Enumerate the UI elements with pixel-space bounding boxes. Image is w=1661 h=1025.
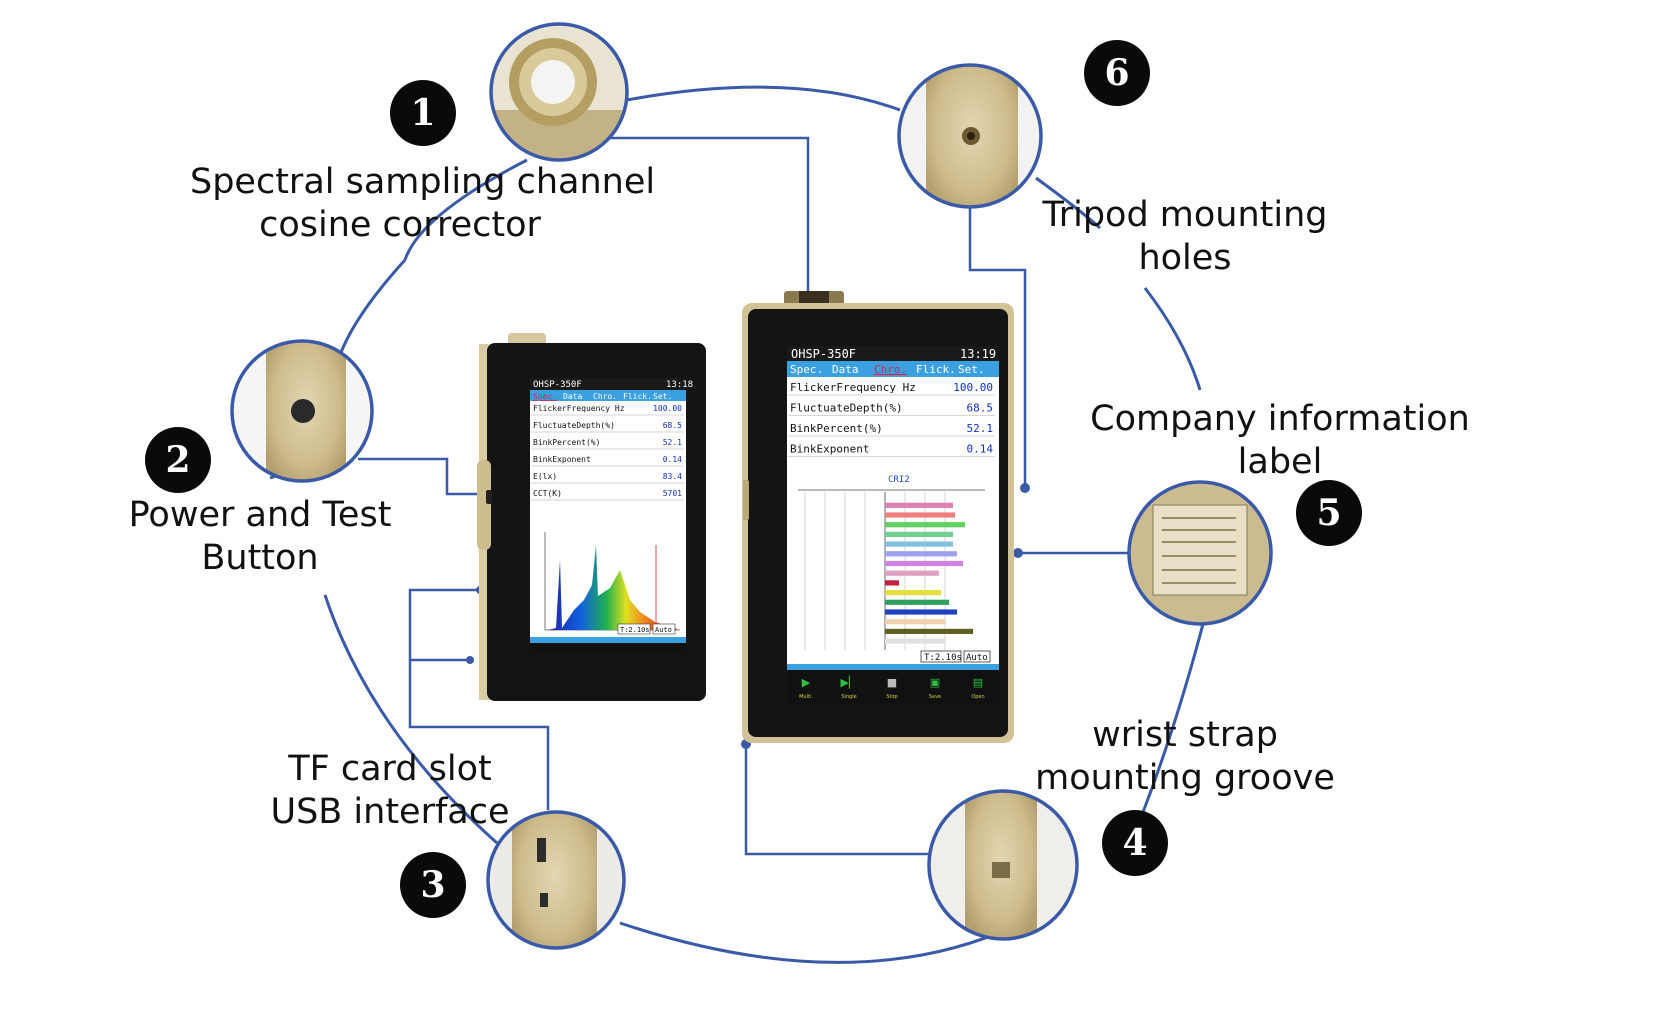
cri-bar [885, 570, 939, 576]
device_large-row-label: BinkExponent [790, 443, 869, 456]
device_large-button-label-0[interactable]: Multi. [799, 694, 813, 700]
cri-bar [885, 512, 955, 518]
small-tab-bar: Spec. Data Chro. Flick.Set. [533, 392, 672, 401]
device-large: OHSP-350F 13:19 Spec. Data Chro. Flick.Set.… [742, 291, 1014, 743]
device_small-row-value: 0.14 [663, 455, 682, 464]
elbow-connectors [358, 136, 1128, 856]
cri-bar [885, 590, 941, 596]
small-mode-text: Auto [655, 626, 672, 634]
cri-bar [885, 541, 953, 547]
cri-bar [885, 599, 949, 605]
device_large-button-label-1[interactable]: Single [841, 694, 856, 700]
device_small-row-label: FlickerFrequency Hz [533, 404, 625, 413]
cri-bar [885, 580, 899, 586]
device_small-row-value: 68.5 [663, 421, 682, 430]
device_large-row-value: 68.5 [967, 402, 994, 415]
device_large-button-label-3[interactable]: Save [929, 694, 941, 700]
device_large-button-icon-1[interactable]: ▶▏ [841, 675, 858, 689]
device_small-row-value: 5701 [663, 489, 682, 498]
large-status-bar: T:2.10s Auto [920, 650, 991, 663]
device_small-row-value: 83.4 [663, 472, 682, 481]
badge-2: 2 [145, 427, 211, 493]
tf-usb-port-photo [486, 810, 626, 950]
device_large-row-value: 52.1 [967, 422, 994, 435]
large-tab-bar: Spec. Data Chro. Flick.Set. [790, 363, 985, 376]
device_large-button-icon-0[interactable]: ▶ [802, 676, 811, 689]
large-mode-text: Auto [966, 653, 988, 663]
cri-bar [885, 560, 963, 567]
device_large-button-label-2[interactable]: Stop [886, 694, 897, 700]
large-chart-title: CRI2 [888, 475, 910, 485]
badge-1: 1 [390, 80, 456, 146]
large-cri-chart: CRI2 [798, 475, 985, 650]
cri-bar [885, 531, 953, 537]
device_large-button-icon-2[interactable]: ■ [887, 676, 897, 689]
cri-bar [885, 609, 957, 615]
device_small-tab-2[interactable]: Chro. [593, 392, 617, 401]
device_large-button-icon-4[interactable]: ▤ [973, 676, 983, 689]
cri-bar [885, 619, 945, 625]
small-data-rows: FlickerFrequency Hz 100.00FluctuateDepth(… [531, 404, 684, 501]
device_small-tab-1[interactable]: Data [563, 392, 582, 401]
device_small-row-value: 52.1 [663, 438, 682, 447]
small-model-text: OHSP-350F [533, 380, 582, 390]
tripod-hole-photo [897, 63, 1043, 209]
device_small-row-value: 100.00 [653, 404, 682, 413]
device_large-row-value: 0.14 [967, 443, 994, 456]
badge-4: 4 [1102, 810, 1168, 876]
device_large-row-label: FlickerFrequency Hz [790, 381, 916, 394]
device_small-row-label: E(lx) [533, 472, 557, 481]
device_large-row-label: BinkPercent(%) [790, 422, 883, 435]
device-small: OHSP-350F 13:18 Spec. Data Chro. Flick.Set.… [477, 333, 706, 701]
device_large-button-icon-3[interactable]: ▣ [930, 676, 940, 689]
device_small-tab-0[interactable]: Spec. [533, 392, 557, 401]
device_large-row-label: FluctuateDepth(%) [790, 402, 903, 415]
large-data-rows: FlickerFrequency Hz 100.00FluctuateDepth(… [788, 381, 995, 457]
device_large-tab-1[interactable]: Data [832, 363, 859, 376]
device_large-row-value: 100.00 [953, 381, 993, 394]
device_small-row-label: FluctuateDepth(%) [533, 421, 615, 430]
small-mode-box [652, 623, 676, 635]
large-status-text: T:2.10s [924, 653, 962, 663]
large-button-bar: ▶ Multi. ▶▏ Single ■ Stop ▣ Save ▤ Open [799, 675, 985, 700]
small-time-text: 13:18 [666, 380, 693, 390]
cosine-corrector-photo [489, 22, 629, 162]
device_large-tab-0[interactable]: Spec. [790, 363, 823, 376]
cri-bar [885, 551, 957, 557]
device_small-tab-4[interactable]: Set. [653, 392, 672, 401]
cri-bar [885, 502, 953, 508]
power-button-photo [230, 339, 374, 483]
device_large-tab-2[interactable]: Chro. [874, 363, 907, 376]
cri-bar [885, 628, 973, 634]
device_large-tab-3[interactable]: Flick. [916, 363, 956, 376]
device_small-row-label: BinkExponent [533, 455, 591, 464]
large-time-text: 13:19 [960, 347, 996, 361]
device_small-row-label: CCT(K) [533, 489, 562, 498]
badge-3: 3 [400, 852, 466, 918]
device_small-tab-3[interactable]: Flick. [623, 392, 652, 401]
small-status-text: T:2.10s [620, 626, 650, 634]
device_large-button-label-4[interactable]: Open [971, 694, 984, 700]
badge-5: 5 [1296, 480, 1362, 546]
small-status-box [617, 623, 651, 635]
device_small-row-label: BinkPercent(%) [533, 438, 600, 447]
device_large-tab-4[interactable]: Set. [958, 363, 985, 376]
badge-6: 6 [1084, 40, 1150, 106]
wrist-strap-groove-photo [927, 789, 1079, 941]
cri-bar [885, 638, 945, 644]
cri-bar [885, 522, 965, 528]
large-model-text: OHSP-350F [791, 347, 856, 361]
company-label-photo [1127, 480, 1273, 626]
